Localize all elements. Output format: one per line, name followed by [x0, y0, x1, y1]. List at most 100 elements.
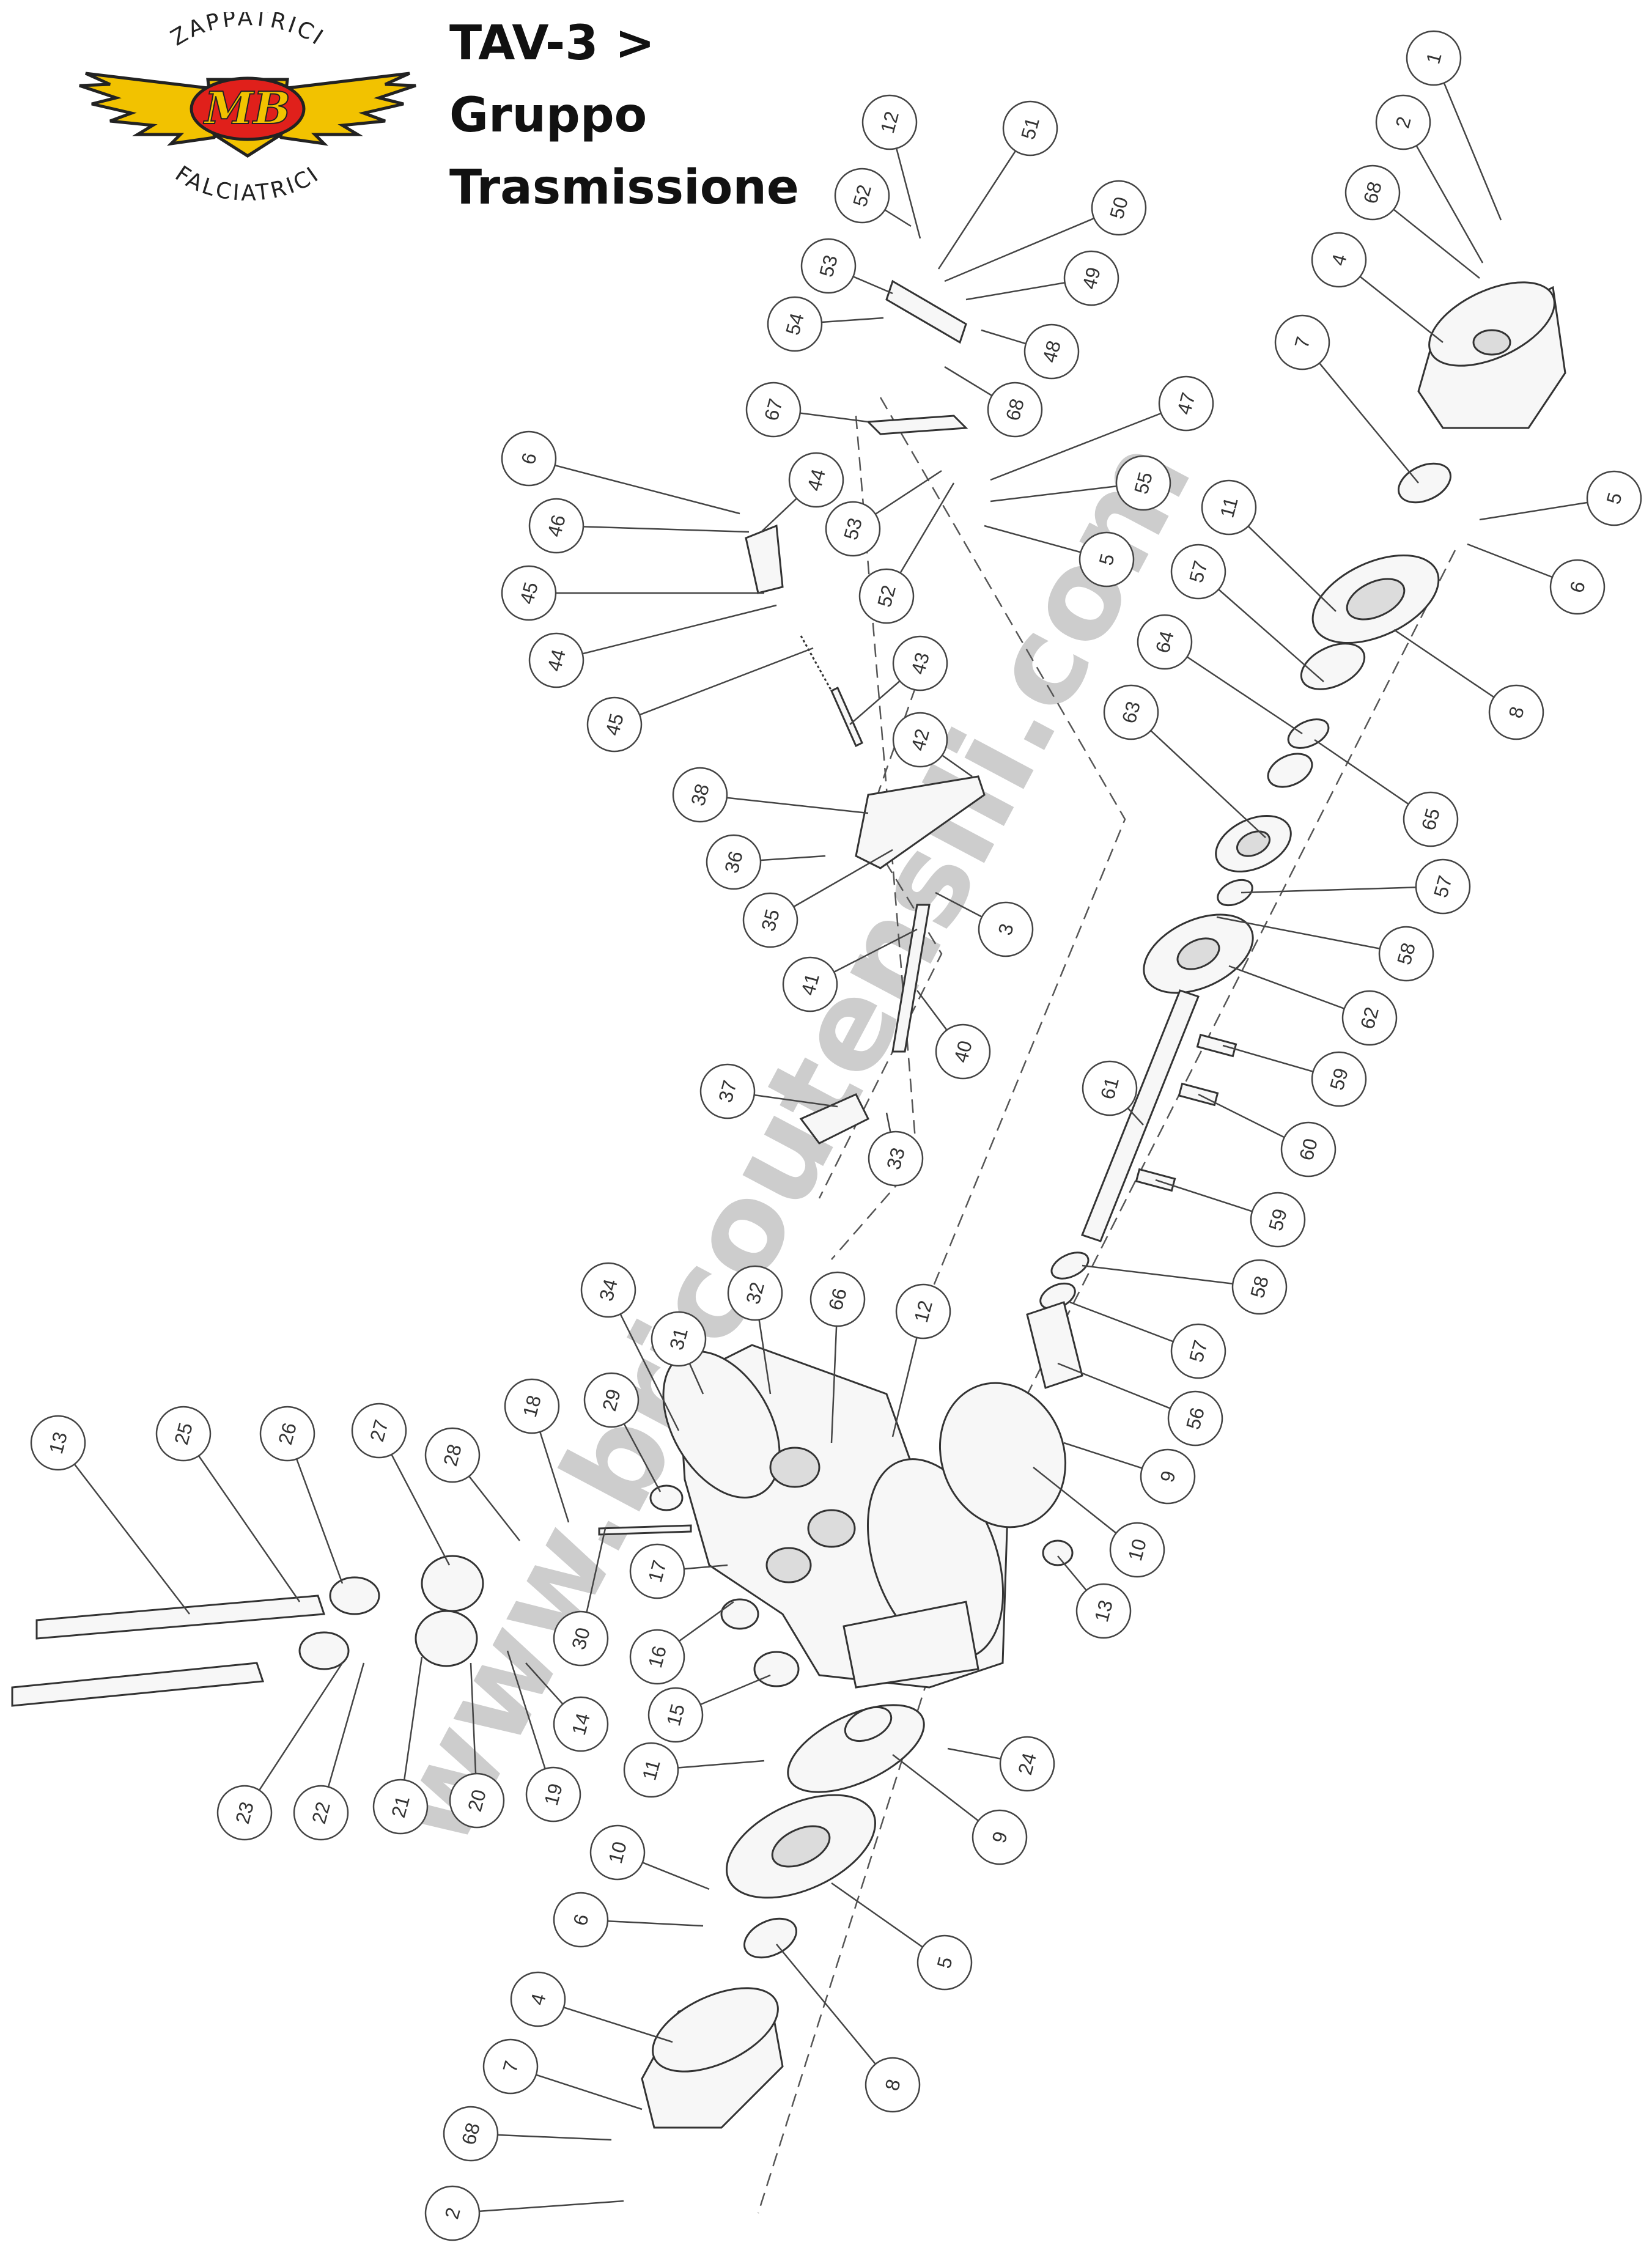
callout-circle: [1167, 1390, 1223, 1447]
rod-17: [598, 1524, 692, 1536]
callout-circle: [449, 1772, 505, 1829]
hub-63: [1215, 815, 1292, 872]
callout-circle: [501, 430, 557, 487]
callout-circle: [259, 1406, 315, 1462]
callout-circle: [972, 1809, 1028, 1865]
mb-logo: MB ZAPPATRICI FALCIATRICI: [79, 12, 416, 206]
callout-circle: [861, 94, 918, 150]
callout-circle: [999, 1736, 1055, 1792]
callout-circle: [351, 1403, 407, 1459]
callout-circle: [1344, 164, 1401, 221]
shift-rod-25: [35, 1594, 326, 1640]
callout-circle: [623, 1742, 679, 1798]
flange-28: [421, 1555, 484, 1612]
callout-circle: [727, 1265, 783, 1321]
callout-circle: [916, 1934, 973, 1991]
upper-cover: [1417, 281, 1566, 429]
callout-leader: [937, 128, 1031, 270]
gasket-10: [938, 1382, 1067, 1528]
callout-leader: [699, 794, 869, 814]
callout-circle: [1231, 1259, 1288, 1315]
callout-circle: [1075, 1583, 1132, 1639]
callout-circle: [1549, 559, 1606, 615]
callout-circle: [1002, 100, 1058, 157]
shift-rod-26: [11, 1662, 265, 1707]
callout-circle: [672, 767, 728, 823]
callout-circle: [1406, 30, 1462, 86]
callout-circle: [216, 1785, 273, 1841]
callout-circle: [1082, 1060, 1138, 1116]
gear-62: [1143, 913, 1254, 994]
callout-circle: [1586, 470, 1642, 526]
ring-58-lower: [1050, 1252, 1090, 1280]
callout-circle: [629, 1543, 685, 1599]
callout-circle: [706, 834, 762, 890]
callout-circle: [892, 635, 948, 691]
callout-leader: [182, 1433, 301, 1602]
callout-leader: [57, 1442, 190, 1615]
callout-circle: [895, 1283, 951, 1340]
lower-flange: [726, 1794, 876, 1899]
callout-circle: [589, 1824, 646, 1881]
callout-circle: [583, 1372, 640, 1428]
callout-circle: [1109, 1522, 1165, 1578]
callout-circle: [553, 1696, 609, 1752]
callout-circle: [1201, 479, 1257, 536]
callout-circle: [629, 1629, 685, 1685]
ring-65: [1287, 718, 1330, 749]
callout-circle: [586, 696, 643, 753]
ring-57-upper: [1217, 879, 1253, 907]
callout-circle: [525, 1766, 581, 1823]
callout-circle: [834, 168, 890, 224]
key-59-upper: [1196, 1033, 1237, 1058]
callout-circle: [504, 1378, 560, 1434]
callout-circle: [1137, 614, 1193, 670]
callout-circle: [553, 1610, 609, 1667]
callout-circle: [745, 382, 802, 438]
bearing-7-upper: [1398, 462, 1451, 504]
assembly-line-1: [879, 397, 1126, 1297]
callout-circle: [580, 1262, 636, 1318]
lever-47: [866, 415, 968, 435]
callout-circle: [1488, 684, 1544, 740]
callout-circle: [30, 1415, 86, 1471]
callout-circle: [553, 1892, 609, 1948]
gearbox-housing: [662, 1344, 1010, 1689]
callout-leader: [452, 2200, 624, 2214]
assembly-line-3: [818, 843, 943, 1199]
bearing-7-lower: [743, 1917, 797, 1959]
fork-33: [799, 1093, 870, 1145]
callout-circle: [1091, 180, 1147, 236]
callout-circle: [1170, 544, 1226, 600]
title-line-2: Gruppo: [449, 88, 647, 143]
upper-flange: [1311, 554, 1440, 644]
callout-circle: [1403, 791, 1459, 847]
callouts: 1268471157646356865575862596059615857569…: [30, 30, 1642, 2241]
callout-leader: [944, 207, 1119, 282]
callout-circle: [1250, 1192, 1306, 1248]
plug-30: [649, 1484, 684, 1511]
callout-circle: [528, 632, 584, 688]
callout-circle: [978, 901, 1034, 957]
callout-circle: [868, 1130, 924, 1187]
ring-64: [1267, 753, 1313, 788]
callout-leader: [1302, 342, 1419, 484]
callout-circle: [1375, 94, 1431, 150]
logo-left-wing: [79, 72, 240, 146]
callout-circle: [424, 1427, 481, 1483]
callout-leader: [1433, 57, 1502, 221]
callout-circle: [1311, 232, 1367, 288]
bracket-46: [745, 524, 784, 594]
callout-circle: [825, 501, 881, 557]
callout-circle: [501, 565, 557, 621]
callout-circle: [1415, 858, 1471, 915]
callout-circle: [1140, 1448, 1196, 1505]
callout-circle: [293, 1785, 349, 1841]
callout-circle: [155, 1406, 212, 1462]
callout-leader: [1130, 712, 1266, 838]
callout-leader: [614, 647, 814, 726]
callout-circle: [788, 452, 844, 508]
shaft-61: [1081, 989, 1200, 1242]
callout-leader: [1082, 1264, 1260, 1288]
callout-leader: [1216, 916, 1407, 955]
